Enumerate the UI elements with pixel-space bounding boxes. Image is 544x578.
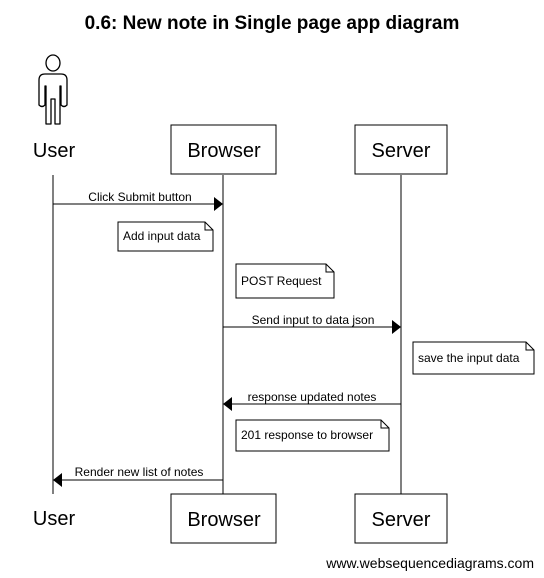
message-arrowhead bbox=[214, 197, 223, 211]
message-arrowhead bbox=[223, 397, 232, 411]
participant-box-browser-bottom bbox=[170, 493, 277, 544]
note-text: POST Request bbox=[241, 274, 322, 288]
note-box bbox=[235, 419, 390, 452]
message-label: Render new list of notes bbox=[75, 465, 204, 479]
participant-box-server-bottom bbox=[354, 493, 448, 544]
participant-label-server-bottom: Server bbox=[372, 509, 431, 531]
note-box bbox=[235, 263, 335, 299]
participant-box-browser-top bbox=[170, 124, 277, 175]
diagram-title: 0.6: New note in Single page app diagram bbox=[85, 13, 460, 34]
note-box bbox=[117, 221, 214, 252]
note-text: Add input data bbox=[123, 229, 201, 243]
note-text: save the input data bbox=[418, 351, 520, 365]
message-arrowhead bbox=[392, 320, 401, 334]
note-fold bbox=[325, 264, 334, 273]
participant-label-user-bottom: User bbox=[33, 508, 76, 530]
message-label: Send input to data json bbox=[252, 313, 375, 327]
actor-icon bbox=[38, 54, 68, 125]
message-label: response updated notes bbox=[248, 390, 377, 404]
note-box bbox=[412, 341, 535, 375]
note-fold bbox=[380, 420, 389, 429]
note-fold bbox=[204, 222, 213, 231]
participant-label-browser-bottom: Browser bbox=[187, 509, 261, 531]
note-text: 201 response to browser bbox=[241, 428, 373, 442]
participant-label-server-top: Server bbox=[372, 140, 431, 162]
participant-label-user-top: User bbox=[33, 140, 76, 162]
participant-label-browser-top: Browser bbox=[187, 140, 261, 162]
footer-watermark: www.websequencediagrams.com bbox=[325, 555, 534, 571]
message-arrowhead bbox=[53, 473, 62, 487]
participant-box-server-top bbox=[354, 124, 448, 175]
message-label: Click Submit button bbox=[88, 190, 191, 204]
note-fold bbox=[525, 342, 534, 351]
